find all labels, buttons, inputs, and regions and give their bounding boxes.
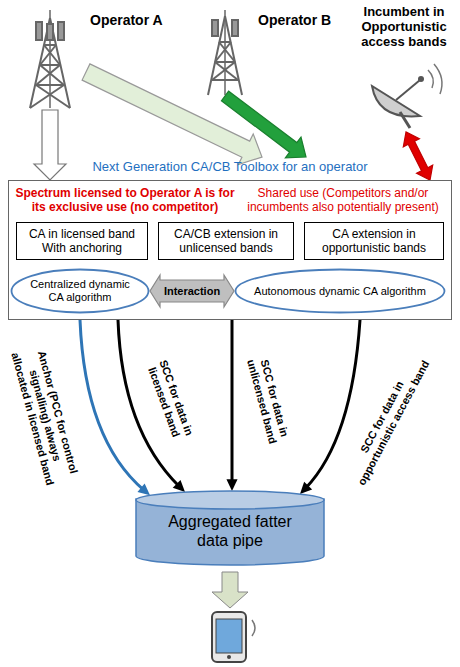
tower-a <box>30 10 70 108</box>
phone-arrow <box>212 572 248 608</box>
drawing-part <box>215 62 238 80</box>
drawing-part <box>47 24 53 40</box>
drawing-part <box>36 22 42 40</box>
block-arrow <box>221 91 306 158</box>
toolbox-title: Next Generation CA/CB Toolbox for an ope… <box>92 158 367 176</box>
tower-node: Operator A <box>14 10 86 110</box>
drawing-part <box>232 20 238 36</box>
curved-connector <box>300 320 360 494</box>
curved-connector <box>226 320 237 491</box>
algorithm-ellipse: Autonomous dynamic CA algorithm <box>234 268 446 314</box>
data-pipe-cylinder: Aggregated fatter data pipe <box>135 490 325 566</box>
cylinder-top <box>136 491 324 509</box>
licensed-note: Spectrum licensed to Operator A is for i… <box>14 186 236 214</box>
drawing-part <box>40 45 56 65</box>
incumbent-label: Incumbent in Opportunistic access bands <box>352 4 456 49</box>
arrowhead <box>137 483 150 495</box>
drawing-part <box>372 86 420 116</box>
drawing-part <box>36 85 70 108</box>
arrowhead <box>300 482 312 494</box>
edge-label: Interaction <box>163 285 221 297</box>
drawing-part <box>224 10 226 95</box>
edge-label: SCC for data in unlicensed band <box>243 348 294 451</box>
pipe-label: Aggregated fatter data pipe <box>135 490 325 550</box>
toolbox-frame: Next Generation CA/CB Toolbox for an ope… <box>8 156 452 320</box>
drawing-part <box>58 22 64 40</box>
incumbent-node: Incumbent in Opportunistic access bands <box>352 4 456 132</box>
drawing-part <box>212 20 218 36</box>
tower-b <box>208 10 242 95</box>
drawing-part <box>44 45 60 65</box>
drawing-part <box>30 85 64 108</box>
drawing-part <box>418 76 424 82</box>
satellite-dish <box>372 64 442 128</box>
shared-note: Shared use (Competitors and/or incumbent… <box>240 186 446 214</box>
connector-line <box>80 320 144 490</box>
ellipse-label: Centralized dynamic CA algorithm <box>25 278 135 304</box>
drawing-part <box>212 79 238 81</box>
phone-icon <box>212 612 255 662</box>
block-arrow <box>150 275 234 307</box>
process-box: CA extension in opportunistic bands <box>304 222 444 260</box>
drawing-part <box>36 65 60 85</box>
drawing-part <box>212 572 248 608</box>
drawing-part <box>396 80 420 100</box>
ellipse-shape <box>236 270 445 313</box>
edge-label: SCC for data in licensed band <box>142 352 198 447</box>
drawing-part <box>36 84 64 86</box>
drawing-part <box>225 16 242 95</box>
edge-label: Anchor (PCC for control signalling) alwa… <box>8 342 82 487</box>
drawing-part <box>227 655 231 659</box>
arrowhead <box>226 479 237 491</box>
drawing-part <box>428 70 433 88</box>
drawing-part <box>40 64 60 66</box>
operator-label: Operator A <box>90 12 163 28</box>
drawing-part <box>252 620 255 636</box>
drawing-part <box>40 65 64 85</box>
drawing-part <box>219 42 235 62</box>
drawing-part <box>215 61 235 63</box>
tower-node: Operator B <box>196 10 254 96</box>
ellipse-label: Autonomous dynamic CA algorithm <box>249 285 431 298</box>
drawing-part <box>212 612 246 662</box>
drawing-part <box>400 112 410 128</box>
arrowhead <box>173 480 185 492</box>
process-box: CA/CB extension in unlicensed bands <box>158 222 294 260</box>
curved-connector <box>80 320 150 495</box>
drawing-part <box>212 62 235 80</box>
box-label: CA extension in opportunistic bands <box>309 227 439 255</box>
algorithm-ellipse: Centralized dynamic CA algorithm <box>10 268 150 314</box>
connector-line <box>231 320 234 483</box>
drawing-part <box>434 64 442 94</box>
box-label: CA in licensed band With anchoring <box>21 227 143 255</box>
block-arrow <box>82 64 262 165</box>
drawing-part <box>208 16 225 95</box>
process-box: CA in licensed band With anchoring <box>16 222 148 260</box>
drawing-part <box>215 42 231 62</box>
block-arrow <box>34 110 66 180</box>
box-label: CA/CB extension in unlicensed bands <box>163 227 289 255</box>
ellipse-shape <box>12 270 149 313</box>
connector-line <box>306 320 360 488</box>
operator-label: Operator B <box>258 12 331 28</box>
drawing-part <box>216 619 242 653</box>
block-arrow <box>403 132 432 180</box>
